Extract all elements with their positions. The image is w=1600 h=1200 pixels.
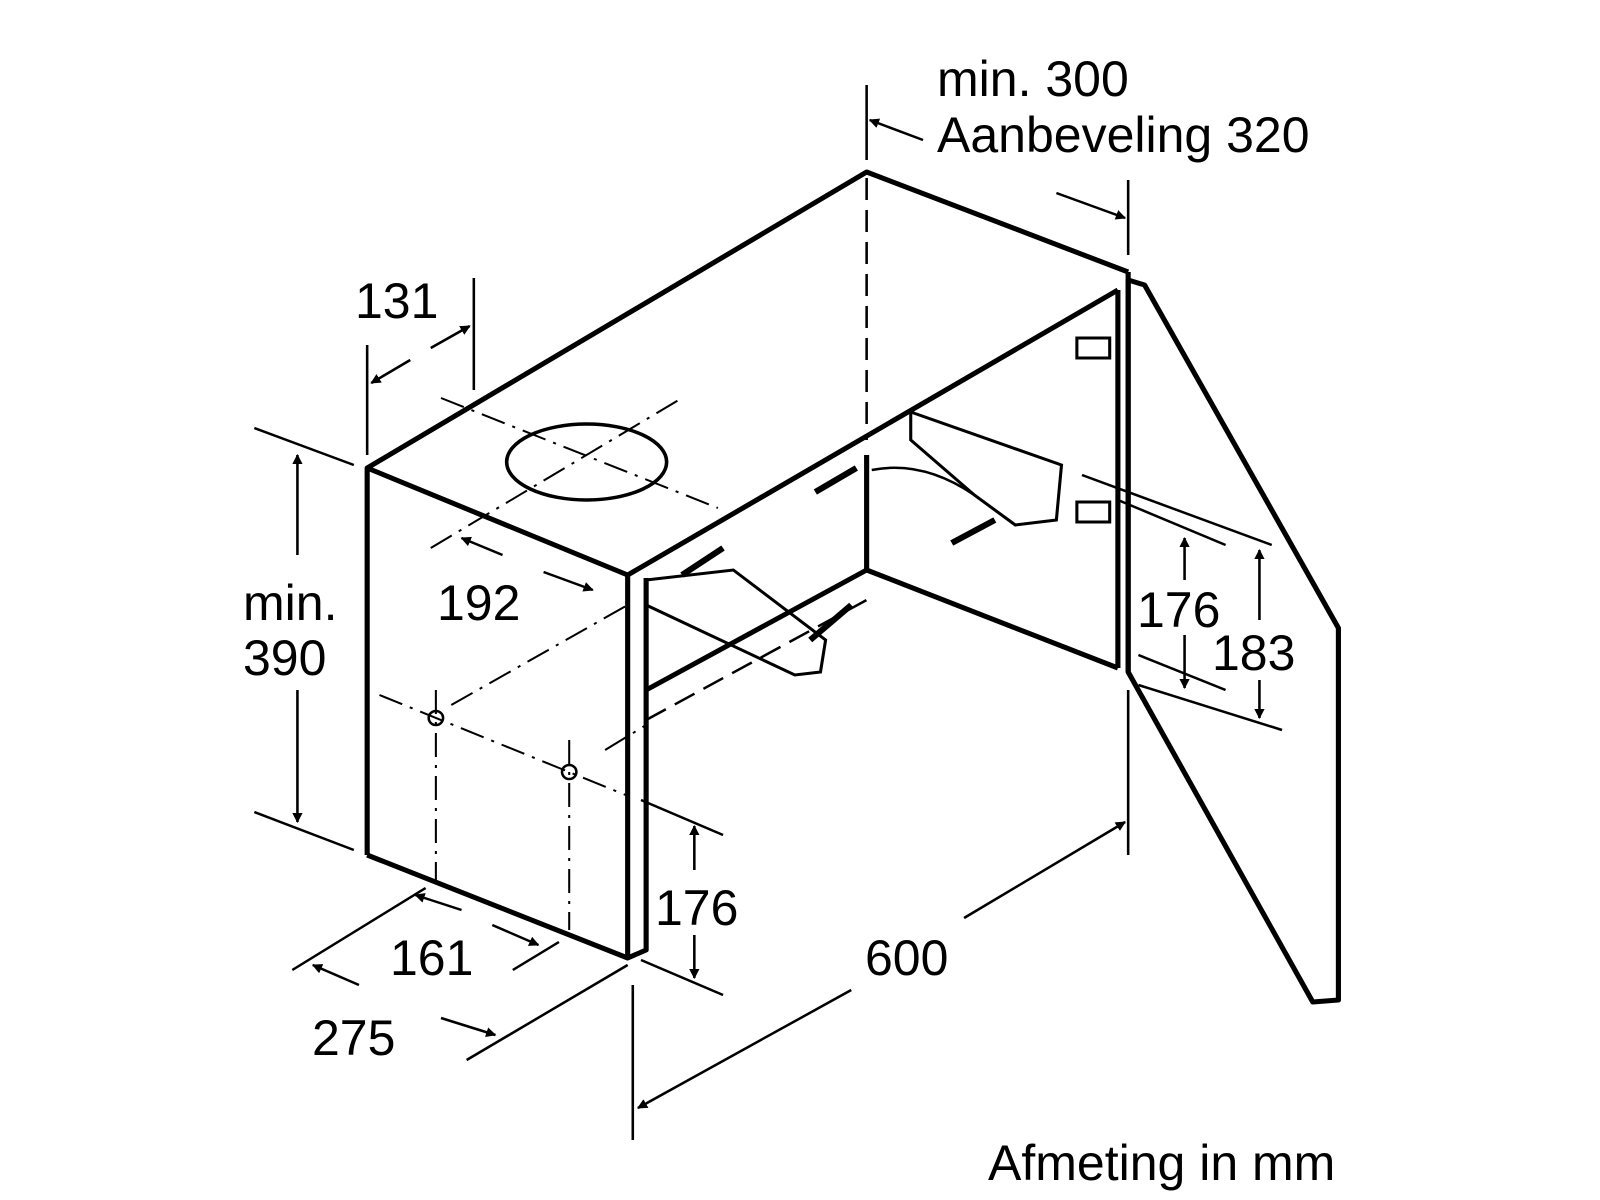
label-min: min. xyxy=(243,575,337,631)
label-min-300: min. 300 xyxy=(937,51,1129,107)
open-door xyxy=(1125,277,1341,1005)
label-131: 131 xyxy=(355,273,438,329)
label-aanbeveling-320: Aanbeveling 320 xyxy=(937,107,1310,163)
dimension-lines xyxy=(253,85,1283,1140)
label-600: 600 xyxy=(865,930,948,986)
label-183: 183 xyxy=(1212,625,1295,681)
label-161: 161 xyxy=(390,930,473,986)
label-176-door: 176 xyxy=(1137,582,1220,638)
units-caption: Afmeting in mm xyxy=(988,1135,1335,1191)
label-390: 390 xyxy=(243,630,326,686)
label-176-side: 176 xyxy=(655,880,738,936)
center-lines xyxy=(379,397,719,930)
cabinet-outline xyxy=(364,169,1131,961)
mounting-bracket xyxy=(644,409,1064,677)
duct-opening xyxy=(504,422,669,502)
wall-plugs xyxy=(680,336,1112,643)
screw-hole xyxy=(427,709,445,727)
screw-hole xyxy=(560,763,578,781)
label-192: 192 xyxy=(437,575,520,631)
label-275: 275 xyxy=(312,1010,395,1066)
